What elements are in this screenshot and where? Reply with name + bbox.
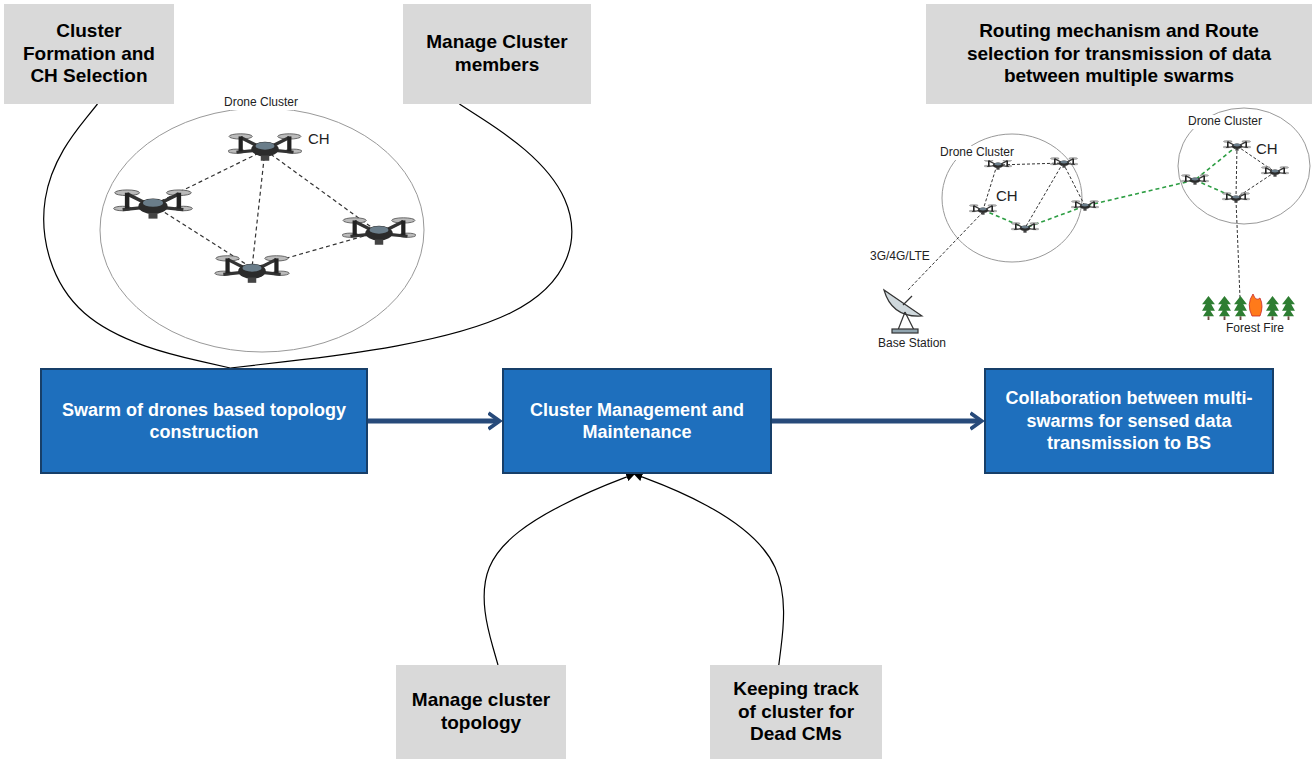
flow-arrow <box>368 419 498 424</box>
illustration-label: Drone Cluster <box>222 96 300 110</box>
illustration-label: 3G/4G/LTE <box>868 250 932 264</box>
box-text: Swarm of drones based topology construct… <box>56 399 352 444</box>
task-label: Keeping track of cluster for Dead CMs <box>710 665 882 759</box>
process-box: Collaboration between multi-swarms for s… <box>984 368 1274 474</box>
illustration-label: Forest Fire <box>1224 322 1286 336</box>
task-label: Routing mechanism and Route selection fo… <box>926 4 1312 104</box>
process-box: Swarm of drones based topology construct… <box>40 368 368 474</box>
illustration-label: Drone Cluster <box>1186 115 1264 129</box>
process-box: Cluster Management and Maintenance <box>502 368 772 474</box>
box-text: Keeping track of cluster for Dead CMs <box>722 678 870 746</box>
curved-connector <box>634 474 783 665</box>
illustration-label: CH <box>306 130 332 147</box>
curved-connector <box>484 474 634 665</box>
curved-connector <box>44 104 230 368</box>
box-text: Manage cluster topology <box>408 689 554 735</box>
illustration-label: CH <box>1254 140 1280 157</box>
illustration-label: CH <box>994 187 1020 204</box>
box-text: Manage Cluster members <box>415 31 579 77</box>
task-label: Cluster Formation and CH Selection <box>4 4 174 104</box>
box-text: Cluster Formation and CH Selection <box>16 20 162 88</box>
curved-connector <box>230 104 571 368</box>
box-text: Collaboration between multi-swarms for s… <box>1000 387 1258 455</box>
illustration-label: Base Station <box>876 337 948 351</box>
box-text: Cluster Management and Maintenance <box>518 399 756 444</box>
flow-arrow <box>772 419 980 424</box>
illustration-label: Drone Cluster <box>938 146 1016 160</box>
box-text: Routing mechanism and Route selection fo… <box>938 20 1300 88</box>
task-label: Manage cluster topology <box>396 665 566 759</box>
task-label: Manage Cluster members <box>403 4 591 104</box>
